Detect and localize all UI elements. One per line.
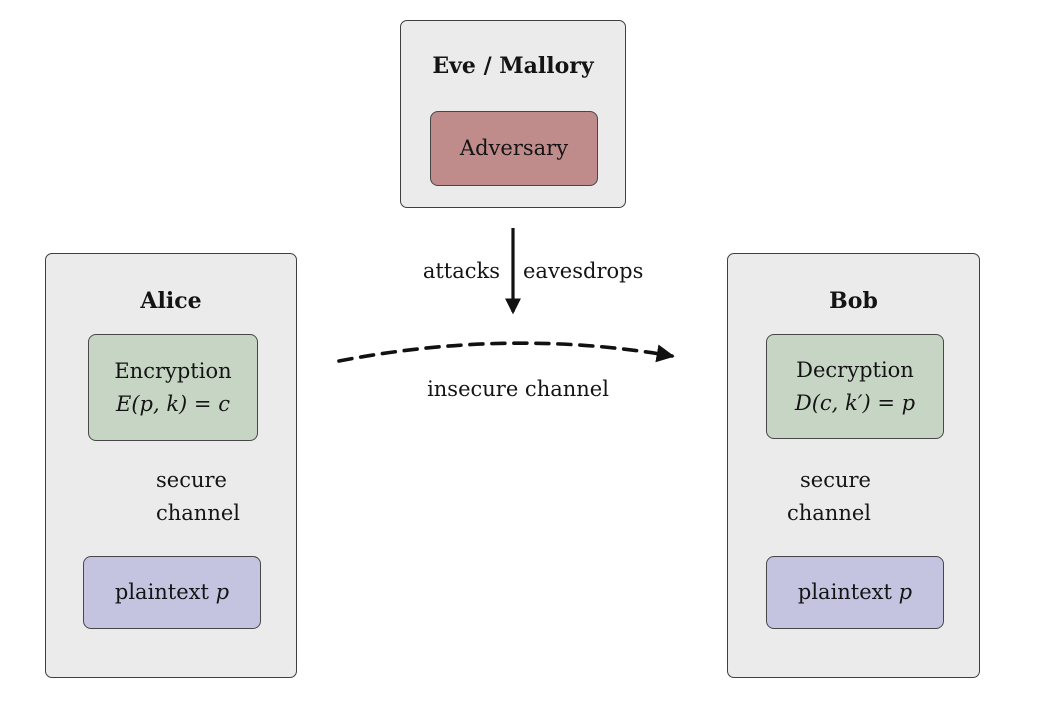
adversary-node: Adversary [430,111,598,186]
plaintext-var: p [215,580,230,604]
channel-word: channel [156,501,240,525]
decryption-label: Decryption [796,357,914,382]
alice-box: Alice Encryption E(p, k) = c secure chan… [45,253,297,678]
bob-decryption-node: Decryption D(c, k′) = p [766,334,944,439]
bob-secure-channel-label: secure channel [787,464,871,530]
insecure-channel-label: insecure channel [427,377,609,401]
plaintext-var: p [898,580,913,604]
encryption-formula: E(p, k) = c [116,391,230,416]
secure-word: secure [156,468,227,492]
bob-plaintext-label: plaintext p [798,576,912,609]
channel-word: channel [787,501,871,525]
alice-encryption-node: Encryption E(p, k) = c [88,334,258,441]
eve-mallory-title: Eve / Mallory [432,53,594,79]
adversary-label: Adversary [459,136,569,160]
plaintext-word: plaintext [114,580,209,604]
attacks-label: attacks [422,259,500,283]
alice-plaintext-label: plaintext p [115,576,229,609]
eve-mallory-box: Eve / Mallory Adversary [400,20,626,208]
plaintext-word: plaintext [797,580,892,604]
alice-secure-channel-label: secure channel [156,464,240,530]
bob-box: Bob Decryption D(c, k′) = p secure chann… [727,253,980,678]
encryption-label: Encryption [114,358,232,383]
secure-word: secure [800,468,871,492]
insecure-channel-arrow [337,341,675,363]
bob-plaintext-node: plaintext p [766,556,944,629]
decryption-formula: D(c, k′) = p [794,390,916,415]
alice-title: Alice [140,288,202,314]
eavesdrops-label: eavesdrops [523,259,644,283]
bob-title: Bob [829,288,878,314]
alice-plaintext-node: plaintext p [83,556,261,629]
